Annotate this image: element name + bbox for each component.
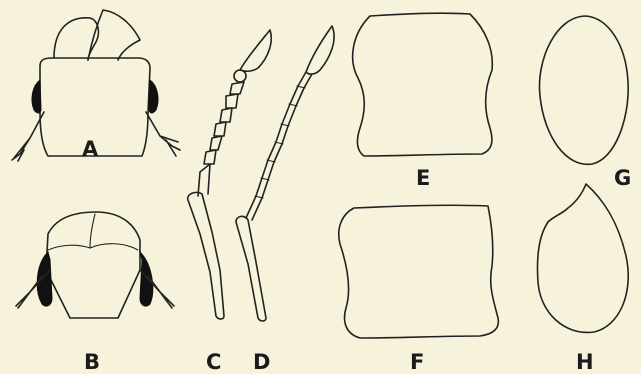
figure-label-e: E — [416, 168, 430, 189]
figure-b-suture-left — [48, 245, 90, 250]
figure-f-pronotum — [339, 205, 499, 338]
figure-c-pedicel — [198, 164, 210, 196]
figure-a-mandible-right — [88, 10, 140, 60]
figure-label-c: C — [206, 352, 221, 373]
figure-c-funicle-3 — [214, 122, 226, 136]
figure-h-scutellum — [537, 184, 628, 332]
figure-a-antenna-right — [146, 112, 180, 156]
figure-c-funicle-6 — [230, 82, 244, 94]
figure-label-a: A — [82, 139, 98, 160]
figure-c-funicle-2 — [210, 136, 222, 150]
figure-d-funicle — [246, 72, 312, 220]
figure-b-suture-right — [90, 244, 138, 250]
figure-label-b: B — [84, 352, 100, 373]
figure-a-mandible-left — [54, 18, 98, 60]
figure-label-d: D — [253, 352, 270, 373]
figure-a-eye-left — [32, 80, 41, 113]
figure-label-h: H — [576, 352, 594, 373]
figure-b-head-outline — [46, 212, 140, 318]
figure-d-club — [306, 26, 334, 74]
figure-a-antenna-left — [12, 112, 44, 161]
figure-c-funicle-4 — [220, 108, 232, 122]
figure-b-median-line — [90, 214, 95, 248]
figure-c-funicle-1 — [204, 150, 216, 164]
figure-b-head-ventral — [16, 212, 174, 318]
figure-e-pronotum — [353, 13, 493, 156]
figure-label-g: G — [614, 168, 631, 189]
figure-d-scape — [236, 216, 266, 321]
figure-c-funicle-5 — [226, 94, 238, 108]
figure-label-f: F — [410, 352, 424, 373]
figure-g-scutellum — [539, 16, 628, 164]
figure-c-scape — [188, 192, 224, 319]
figure-c-club — [240, 30, 271, 71]
figure-a-eye-right — [149, 80, 158, 113]
